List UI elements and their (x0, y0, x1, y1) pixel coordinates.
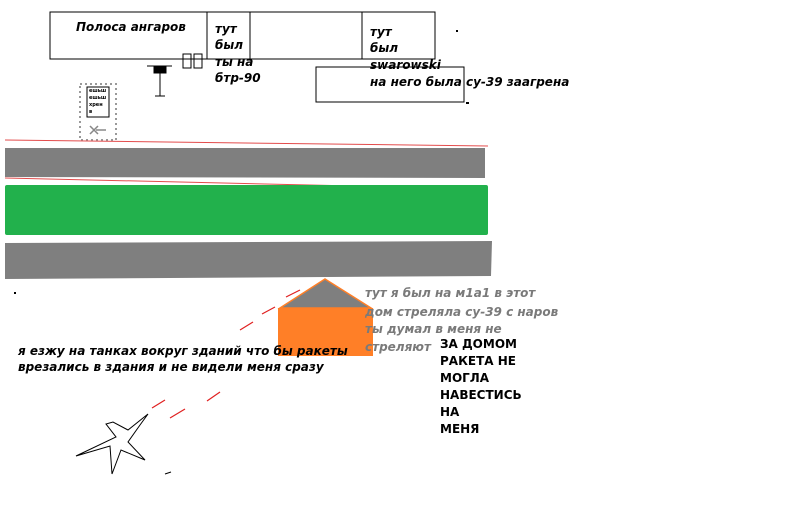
bunker-text-3: хрен (89, 102, 103, 108)
bunker-scribble (89, 125, 106, 135)
road-bottom (5, 241, 492, 279)
m1a1-label-3: ты думал в меня не (365, 322, 502, 336)
tank-label-1: я езжу на танках вокруг зданий что бы ра… (18, 344, 348, 358)
bunker-text-1: ешьш (89, 88, 107, 94)
behind-house-label-5: НА (440, 405, 460, 419)
bunker-text-4: в (89, 109, 93, 115)
swarowski-label-1: тут (370, 25, 392, 39)
hangar-strip (49, 11, 465, 103)
trail-dash-3 (239, 321, 254, 331)
hangar-annex-outline (315, 66, 465, 103)
btr-label-1: тут (215, 22, 237, 36)
trail-dash-6 (151, 399, 166, 409)
behind-house-label-4: НАВЕСТИСЬ (440, 388, 522, 402)
swarowski-label-2: был (370, 41, 399, 55)
behind-house-label-3: МОГЛА (440, 371, 490, 385)
tank-label-2: врезались в здания и не видели меня сраз… (18, 360, 324, 374)
trail-dash-5 (169, 408, 186, 419)
red-line-top (4, 139, 489, 147)
aircraft-mark (164, 471, 172, 475)
box-1 (182, 53, 192, 69)
box-2 (193, 53, 203, 69)
aircraft-outline (75, 413, 149, 475)
t-head (153, 66, 167, 74)
swarowski-label-4: на него была су-39 заагрена (370, 75, 570, 89)
bunker-dotted-outline (79, 83, 117, 141)
stray-dot-1 (14, 292, 16, 294)
m1a1-label-2: дом стреляла су-39 с наров (365, 305, 559, 319)
swarowski-label-3: swarowski (370, 58, 441, 72)
stray-dot-3 (466, 102, 469, 104)
trail-dash-1 (285, 289, 301, 298)
behind-house-label-1: ЗА ДОМОМ (440, 337, 517, 351)
missile-trail (151, 289, 301, 419)
m1a1-label-1: тут я был на м1а1 в этот (365, 286, 536, 300)
m1a1-label-4: стреляют (365, 340, 431, 354)
house-roof (277, 278, 374, 309)
btr-label-3: ты на (215, 55, 254, 69)
bunker (79, 83, 117, 141)
hangar-strip-outline (49, 11, 436, 60)
fixtures (147, 53, 203, 97)
grass-median (5, 185, 488, 235)
house-body (278, 308, 373, 356)
trail-dash-4 (206, 391, 221, 402)
trail-dash-2 (261, 306, 276, 315)
bunker-sign (86, 86, 110, 118)
bunker-text-2: ешьш (89, 95, 107, 101)
house (277, 278, 374, 356)
behind-house-label-6: МЕНЯ (440, 422, 480, 436)
stray-dot-2 (456, 30, 458, 32)
btr-label-4: бтр-90 (215, 71, 261, 85)
btr-label-2: был (215, 38, 244, 52)
hangar-strip-label: Полоса ангаров (76, 20, 186, 34)
behind-house-label-2: РАКЕТА НЕ (440, 354, 516, 368)
road-top (5, 148, 485, 178)
aircraft-icon (75, 413, 172, 475)
